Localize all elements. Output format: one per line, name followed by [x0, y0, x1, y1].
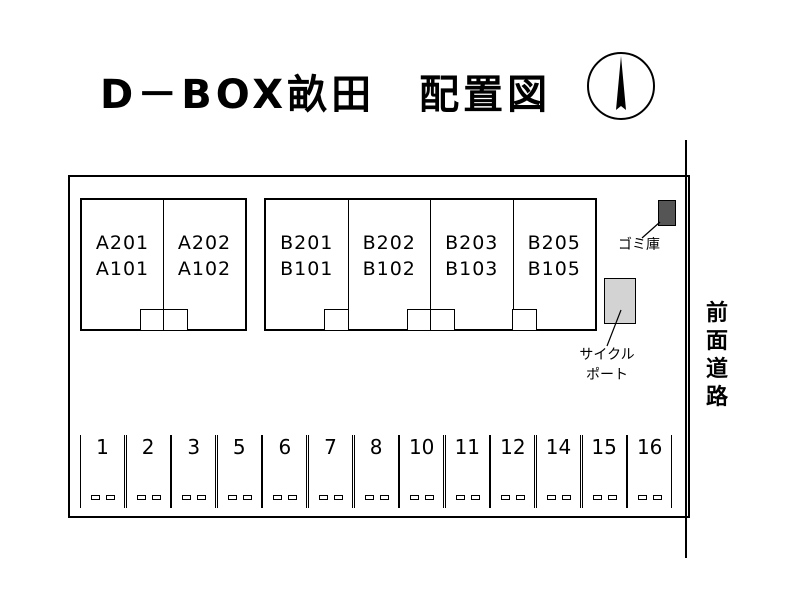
unit-b02: B202 B102 — [349, 200, 432, 331]
building-b: B201 B101 B202 B102 B203 B103 B205 B105 — [264, 198, 597, 331]
entrance-porch — [323, 309, 349, 331]
entrance-porch — [163, 309, 188, 331]
garbage-storage — [658, 200, 676, 226]
page-title: D－BOX畝田 配置図 — [100, 72, 552, 118]
cycle-port — [604, 278, 636, 324]
unit-label: A201 A101 — [82, 230, 163, 282]
unit-label: B201 B101 — [266, 230, 348, 282]
entrance-porch — [512, 309, 537, 331]
site-boundary — [68, 175, 690, 518]
unit-upper-label: A201 — [95, 232, 150, 254]
unit-a01: A201 A101 — [82, 200, 165, 331]
entrance-porch — [430, 309, 455, 331]
entrance-porch — [407, 309, 432, 331]
unit-a02: A202 A102 — [163, 200, 245, 331]
unit-lower-label: A101 — [95, 258, 150, 280]
unit-upper-label: A202 — [177, 232, 232, 254]
building-a: A201 A101 A202 A102 — [80, 198, 247, 331]
garbage-storage-label: ゴミ庫 — [618, 237, 660, 253]
garbage-leader-line — [641, 221, 661, 239]
unit-b01: B201 B101 — [266, 200, 349, 331]
cycle-port-label-line1: サイクル — [579, 347, 635, 363]
cycle-port-label-line2: ポート — [586, 367, 628, 383]
unit-upper-label: B201 — [280, 232, 334, 254]
unit-label: B202 B102 — [349, 230, 431, 282]
unit-lower-label: B102 — [362, 258, 416, 280]
unit-label: B203 B103 — [431, 230, 513, 282]
unit-upper-label: B202 — [362, 232, 416, 254]
front-road-label: 前面道路 — [705, 301, 728, 410]
unit-label: A202 A102 — [164, 230, 245, 282]
unit-b03: B203 B103 — [430, 200, 514, 331]
unit-lower-label: B105 — [527, 258, 581, 280]
unit-lower-label: A102 — [177, 258, 232, 280]
cycle-port-leader-line — [606, 309, 622, 347]
cycle-port-label: サイクル ポート — [567, 345, 647, 385]
entrance-porch — [140, 309, 165, 331]
unit-label: B205 B105 — [514, 230, 596, 282]
unit-upper-label: B205 — [527, 232, 581, 254]
unit-lower-label: B103 — [445, 258, 499, 280]
road-edge-line — [685, 140, 687, 558]
north-arrow-icon — [587, 52, 655, 120]
unit-lower-label: B101 — [280, 258, 334, 280]
unit-b05: B205 B105 — [512, 200, 596, 331]
unit-upper-label: B203 — [445, 232, 499, 254]
